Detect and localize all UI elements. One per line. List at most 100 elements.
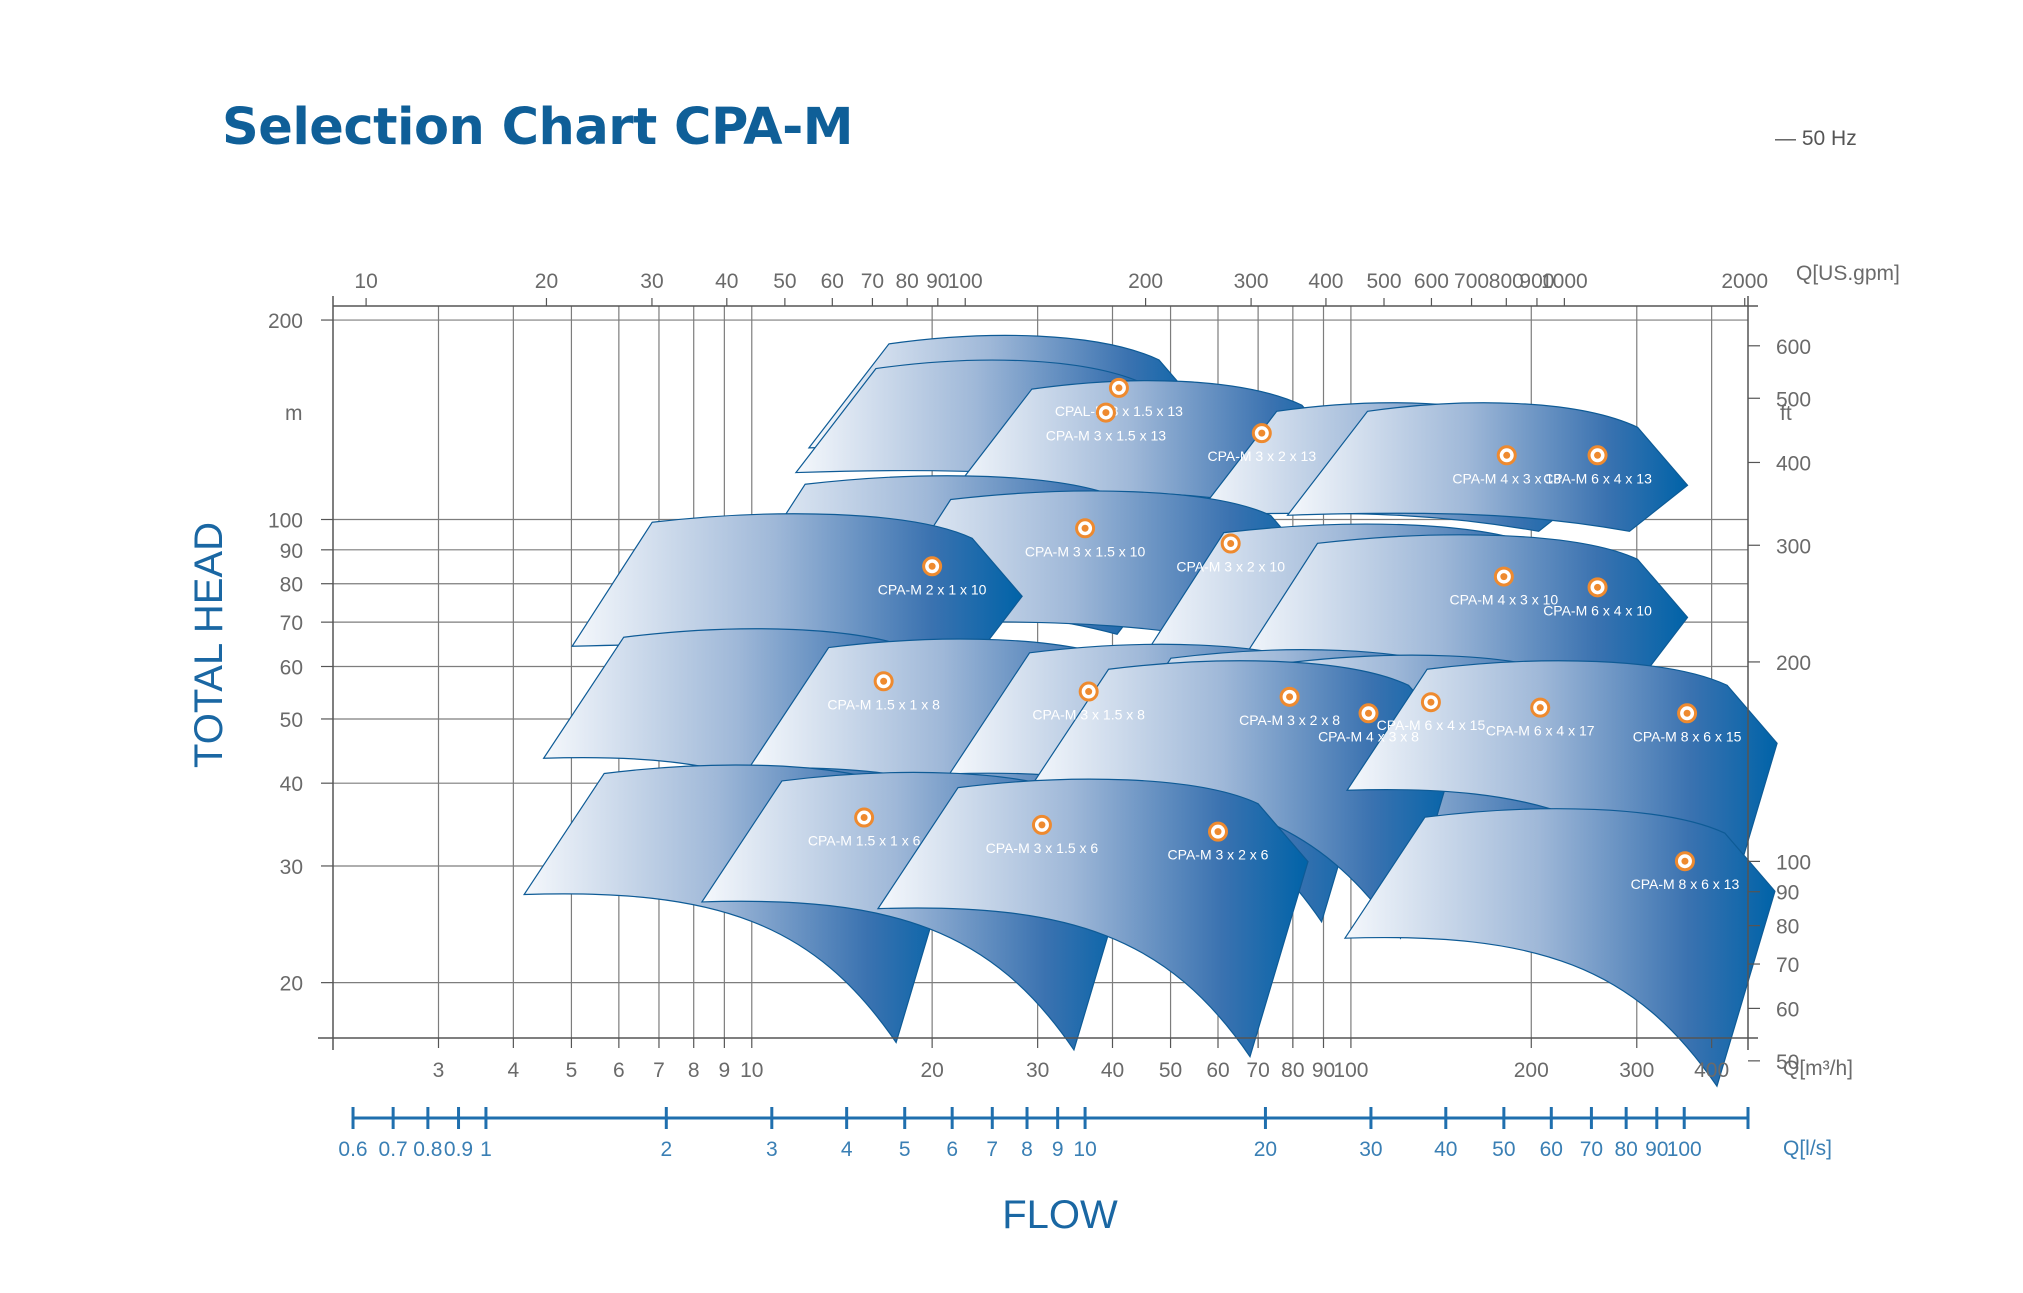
pump-operating-point-dot — [1081, 524, 1089, 532]
pump-model-label: CPA-M 1.5 x 1 x 8 — [827, 696, 940, 712]
left-tick-label: 60 — [280, 657, 303, 680]
pump-model-label: CPA-M 8 x 6 x 15 — [1633, 728, 1742, 744]
top-tick-label: 80 — [895, 270, 918, 293]
bottom-tick-label: 3 — [433, 1059, 445, 1082]
pump-operating-point-dot — [1038, 821, 1046, 829]
pump-model-label: CPA-M 6 x 4 x 10 — [1543, 602, 1652, 618]
bottom-tick-label: 8 — [688, 1059, 700, 1082]
bottom-tick-label: 200 — [1514, 1059, 1549, 1082]
pump-model-label: CPA-M 2 x 1 x 10 — [878, 581, 987, 597]
lps-tick-label: 0.9 — [444, 1138, 473, 1161]
lps-tick-label: 7 — [986, 1138, 998, 1161]
top-tick-label: 30 — [640, 270, 663, 293]
right-tick-label: 500 — [1776, 388, 1811, 411]
pump-model-label: CPA-M 4 x 3 x 13 — [1452, 470, 1561, 486]
pump-curve-bands — [522, 334, 1778, 1088]
top-tick-label: 60 — [821, 270, 844, 293]
right-tick-label: 90 — [1776, 882, 1799, 905]
lps-tick-label: 20 — [1254, 1138, 1277, 1161]
top-tick-label: 200 — [1128, 270, 1163, 293]
left-tick-label: 100 — [268, 510, 303, 533]
pump-model-label: CPA-M 6 x 4 x 17 — [1486, 723, 1595, 739]
right-tick-label: 600 — [1776, 336, 1811, 359]
left-tick-label: 50 — [280, 709, 303, 732]
bottom-tick-label: 4 — [508, 1059, 520, 1082]
lps-tick-label: 100 — [1667, 1138, 1702, 1161]
top-tick-label: 50 — [773, 270, 796, 293]
pump-model-label: CPA-M 3 x 1.5 x 6 — [986, 840, 1099, 856]
top-tick-label: 800 — [1489, 270, 1524, 293]
pump-model-label: CPA-M 6 x 4 x 13 — [1543, 470, 1652, 486]
axis-titles: TOTAL HEAD FLOW Q[US.gpm] Q[m³/h] m ft Q… — [187, 262, 1900, 1237]
bottom-tick-label: 70 — [1246, 1059, 1269, 1082]
pump-operating-point-dot — [1286, 693, 1294, 701]
lps-tick-label: 9 — [1052, 1138, 1064, 1161]
right-tick-label: 400 — [1776, 452, 1811, 475]
top-tick-label: 40 — [715, 270, 738, 293]
lps-axis-unit: Q[l/s] — [1783, 1137, 1832, 1160]
top-tick-label: 70 — [861, 270, 884, 293]
left-tick-label: 70 — [280, 612, 303, 635]
top-tick-label: 400 — [1308, 270, 1343, 293]
bottom-tick-label: 5 — [566, 1059, 578, 1082]
lps-tick-label: 0.8 — [413, 1138, 442, 1161]
pump-operating-point-dot — [1085, 688, 1093, 696]
top-tick-label: 10 — [354, 270, 377, 293]
lps-tick-label: 0.7 — [379, 1138, 408, 1161]
pump-operating-point-dot — [1115, 384, 1123, 392]
lps-tick-label: 60 — [1540, 1138, 1563, 1161]
pump-operating-point-dot — [1503, 451, 1511, 459]
pump-operating-point-dot — [1500, 573, 1508, 581]
top-tick-label: 300 — [1234, 270, 1269, 293]
bottom-tick-label: 30 — [1026, 1059, 1049, 1082]
page-title: Selection Chart CPA-M — [222, 98, 854, 157]
pump-operating-point-dot — [1427, 698, 1435, 706]
lps-tick-label: 6 — [946, 1138, 958, 1161]
pump-operating-point-dot — [1594, 451, 1602, 459]
pump-model-label: CPA-M 3 x 2 x 8 — [1239, 712, 1340, 728]
top-tick-label: 2000 — [1721, 270, 1768, 293]
bottom-tick-label: 90 — [1312, 1059, 1335, 1082]
right-tick-label: 50 — [1776, 1051, 1799, 1074]
lps-tick-label: 10 — [1073, 1138, 1096, 1161]
pump-model-label: CPA-M 3 x 1.5 x 10 — [1025, 543, 1146, 559]
pump-model-label: CPA-M 3 x 2 x 10 — [1176, 558, 1285, 574]
right-tick-label: 200 — [1776, 652, 1811, 675]
top-tick-label: 500 — [1366, 270, 1401, 293]
top-tick-label: 100 — [948, 270, 983, 293]
pump-model-label: CPA-M 3 x 2 x 13 — [1207, 448, 1316, 464]
bottom-tick-label: 40 — [1101, 1059, 1124, 1082]
pump-operating-point-dot — [1214, 828, 1222, 836]
bottom-tick-label: 10 — [740, 1059, 763, 1082]
lps-tick-label: 2 — [660, 1138, 672, 1161]
pump-operating-point-dot — [1258, 429, 1266, 437]
pump-curve-band — [1343, 808, 1776, 1088]
lps-tick-label: 8 — [1021, 1138, 1033, 1161]
lps-tick-label: 1 — [480, 1138, 492, 1161]
pump-curve-band — [876, 778, 1309, 1059]
bottom-tick-label: 60 — [1206, 1059, 1229, 1082]
frequency-legend: — 50 Hz — [1775, 127, 1857, 150]
lps-tick-label: 0.6 — [338, 1138, 367, 1161]
top-tick-label: 600 — [1414, 270, 1449, 293]
right-tick-label: 300 — [1776, 535, 1811, 558]
bottom-tick-label: 20 — [920, 1059, 943, 1082]
top-tick-label: 700 — [1454, 270, 1489, 293]
lps-tick-label: 80 — [1614, 1138, 1637, 1161]
bottom-tick-label: 100 — [1333, 1059, 1368, 1082]
pump-operating-point-dot — [1681, 857, 1689, 865]
top-tick-label: 90 — [926, 270, 949, 293]
bottom-axis-unit: Q[m³/h] — [1783, 1057, 1853, 1080]
pump-model-label: CPA-M 1.5 x 1 x 6 — [808, 833, 921, 849]
left-tick-label: 30 — [280, 856, 303, 879]
bottom-tick-label: 300 — [1619, 1059, 1654, 1082]
lps-tick-label: 5 — [899, 1138, 911, 1161]
top-axis-unit: Q[US.gpm] — [1796, 262, 1900, 285]
left-axis-unit: m — [285, 402, 303, 425]
left-tick-label: 200 — [268, 310, 303, 333]
pump-operating-point-dot — [1536, 704, 1544, 712]
pump-operating-point-dot — [1227, 539, 1235, 547]
right-tick-label: 80 — [1776, 916, 1799, 939]
